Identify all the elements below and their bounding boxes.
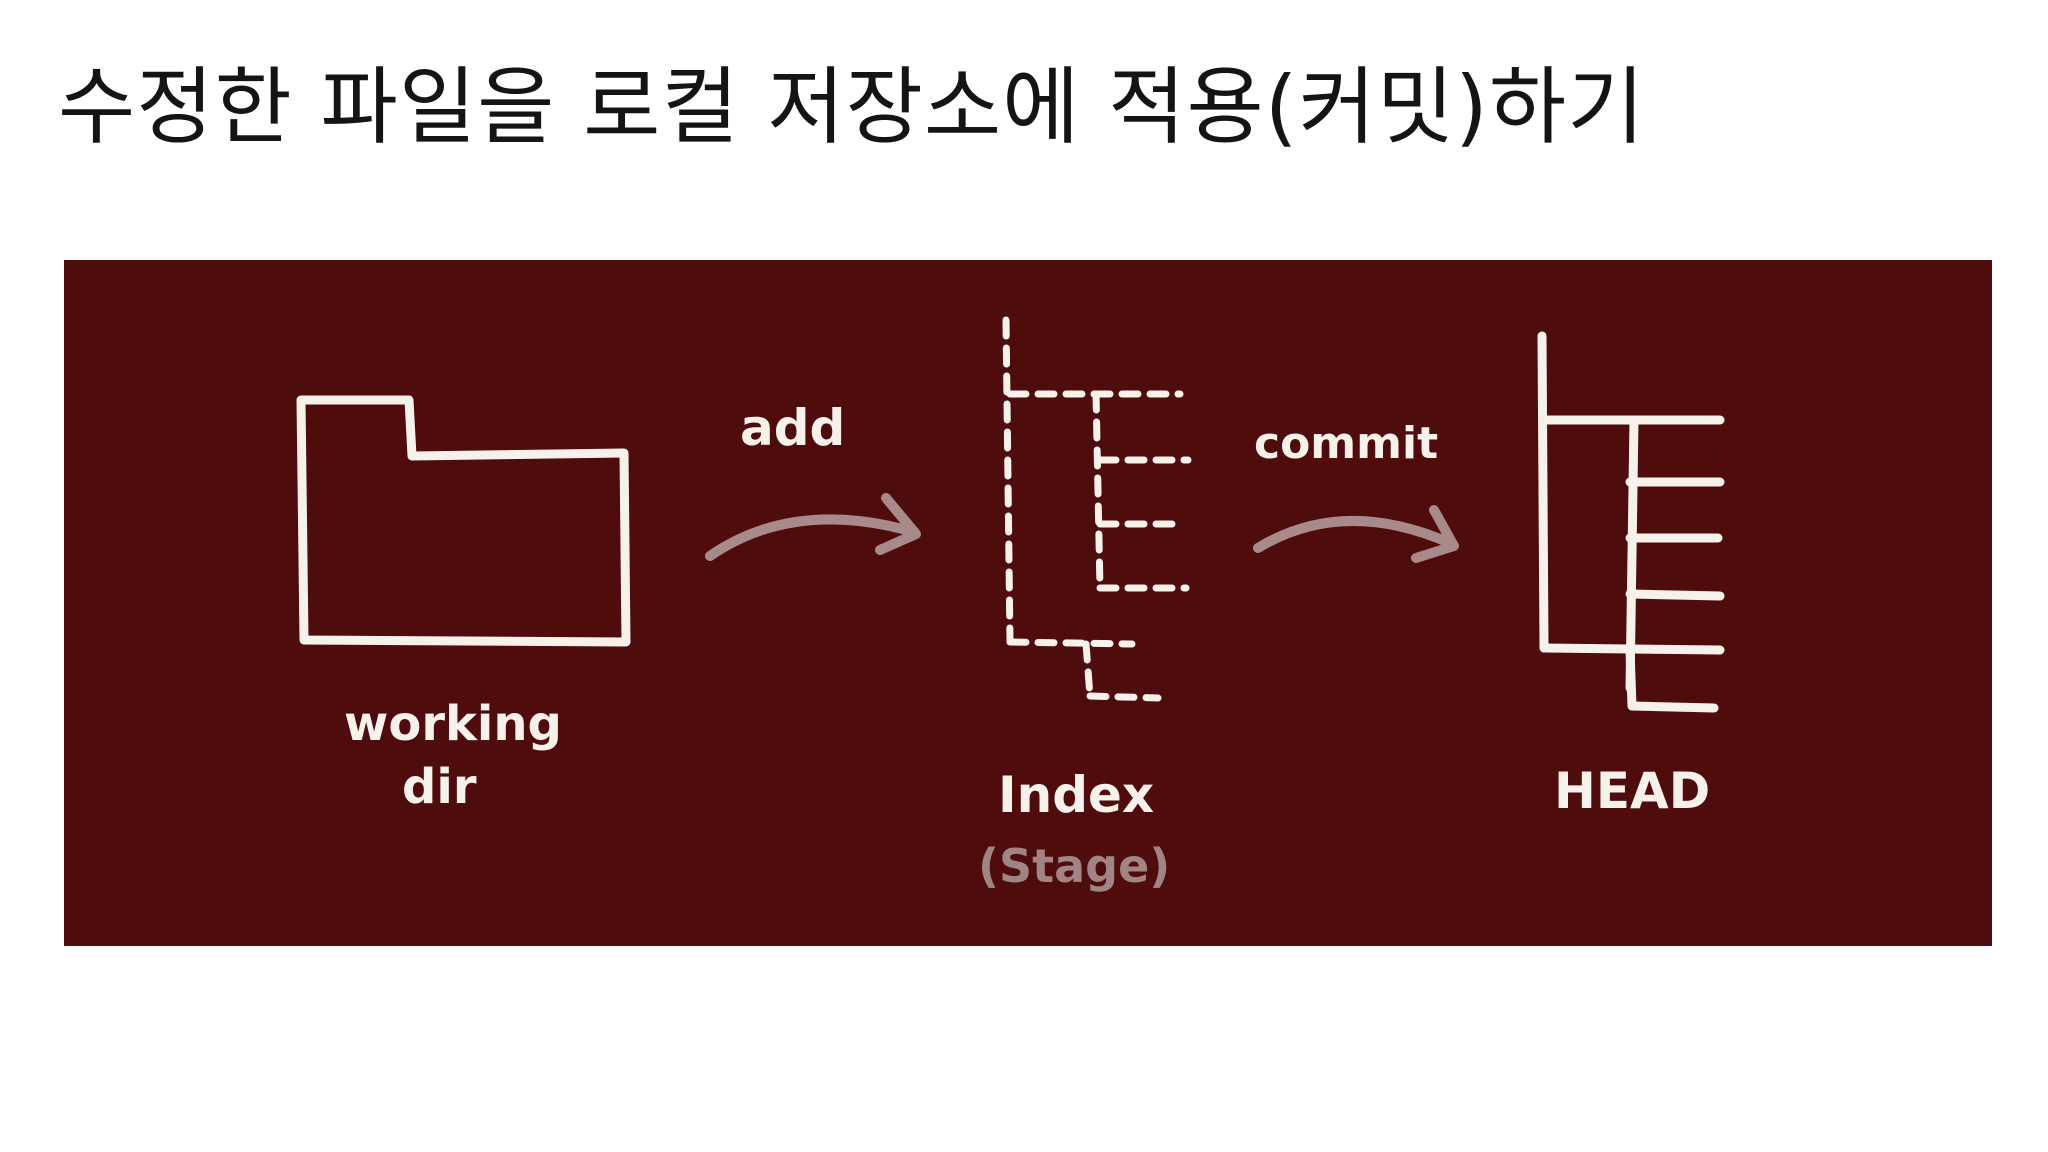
git-workflow-diagram: working dir add Index (Stage) commit <box>64 260 1992 946</box>
commit-label: commit <box>1254 418 1438 469</box>
diagram-canvas: working dir add Index (Stage) commit <box>296 316 1725 893</box>
dashed-tree-icon <box>1002 316 1192 702</box>
working-dir-label-line2: dir <box>402 759 477 815</box>
stage-label: (Stage) <box>978 839 1170 893</box>
index-label: Index <box>998 766 1154 824</box>
add-label: add <box>740 399 845 457</box>
head-label: HEAD <box>1554 762 1710 820</box>
folder-icon <box>296 395 631 647</box>
slide-title: 수정한 파일을 로컬 저장소에 적용(커밋)하기 <box>58 58 1646 156</box>
solid-tree-icon <box>1537 331 1725 713</box>
curved-arrow-icon <box>1253 505 1459 563</box>
working-dir-label-line1: working <box>344 696 562 752</box>
curved-arrow-icon <box>705 493 921 561</box>
